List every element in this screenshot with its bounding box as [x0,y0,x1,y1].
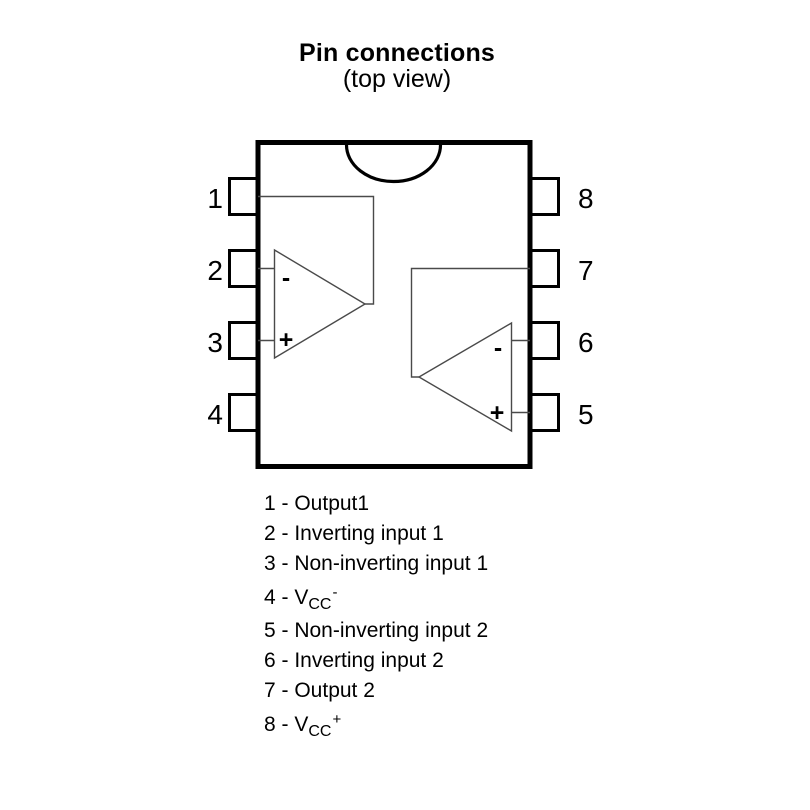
pin-pad-4 [228,393,259,432]
pin-list-sub-8: CC [308,723,332,740]
pin-list-item-5: 5 - Non-inverting input 2 [264,611,489,642]
pin-pad-6 [529,321,560,360]
pin-list-sub-4: CC [308,596,332,613]
pin-number-7: 7 [578,255,594,286]
opamp1-non-inverting-sign: + [279,326,294,354]
figure-header: Pin connections (top view) [0,40,802,93]
pin-list-text-4: 4 - V [264,586,309,609]
pin1-notch-icon [344,144,443,184]
opamp1-symbol [273,248,367,360]
pin-number-6: 6 [578,327,594,358]
pin-number-3: 3 [207,327,223,358]
pin-pad-5 [529,393,560,432]
pin-list-text-5: 5 - Non-inverting input 2 [264,619,489,642]
pin-pad-2 [228,249,259,288]
opamp2-inverting-sign: - [494,334,502,362]
pin-pad-7 [529,249,560,288]
pin-list-text-1: 1 - Output1 [264,492,370,515]
pin-list-item-6: 6 - Inverting input 2 [264,641,489,672]
pin-pad-1 [228,177,259,216]
pin-list-sup-4: - [332,584,338,601]
pin1-output-trace [258,195,375,305]
pin-list-text-8: 8 - V [264,713,309,736]
pin-list-item-8: 8 - VCC+ [264,705,489,740]
pin-number-5: 5 [578,399,594,430]
opamp2-symbol [417,321,513,433]
pin-number-1: 1 [207,183,223,214]
pin7-output-trace [410,267,530,378]
figure-subtitle: (top view) [342,65,452,93]
pin-list-text-2: 2 - Inverting input 1 [264,522,444,545]
opamp1-inverting-sign: - [282,264,290,292]
pin-list-sup-8: + [332,711,342,728]
pin-pad-8 [529,177,560,216]
pin-list-text-3: 3 - Non-inverting input 1 [264,552,489,575]
pin-list-item-2: 2 - Inverting input 1 [264,514,489,545]
pin-list-item-3: 3 - Non-inverting input 1 [264,544,489,575]
pin-list-text-6: 6 - Inverting input 2 [264,649,444,672]
pin-list-item-1: 1 - Output1 [264,484,489,515]
pin-number-2: 2 [207,255,223,286]
pin-list-item-7: 7 - Output 2 [264,671,489,702]
pin-list-text-7: 7 - Output 2 [264,679,375,702]
pin-list: 1 - Output1 2 - Inverting input 1 3 - No… [264,484,489,740]
pin-list-item-4: 4 - VCC- [264,578,489,613]
figure-title: Pin connections [298,39,496,67]
opamp2-non-inverting-sign: + [490,399,505,427]
pin-number-8: 8 [578,183,594,214]
pin-pad-3 [228,321,259,360]
pin-number-4: 4 [207,399,223,430]
